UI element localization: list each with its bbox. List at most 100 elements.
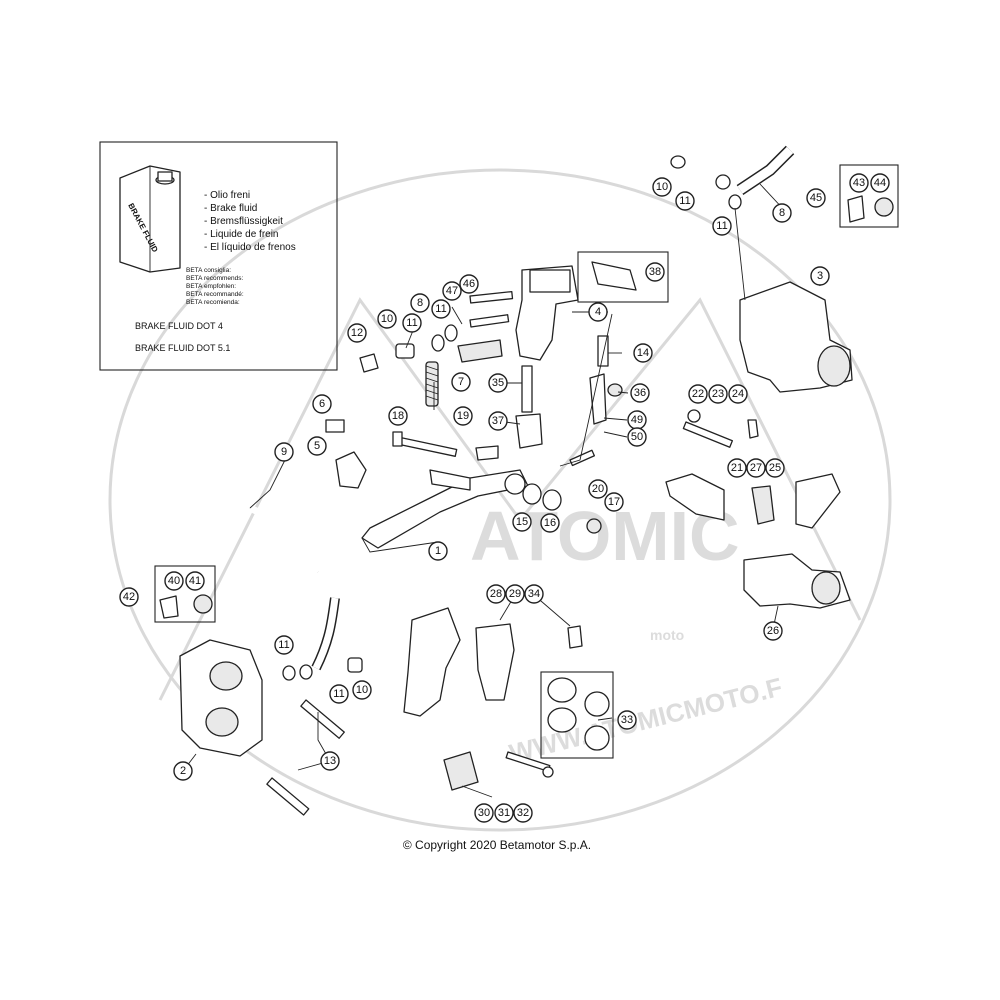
callout-49: 49 xyxy=(627,410,647,430)
callout-41: 41 xyxy=(185,571,205,591)
svg-text:18: 18 xyxy=(392,410,404,422)
bolt-46-part xyxy=(469,290,514,304)
callout-38: 38 xyxy=(645,262,665,282)
copyright-text: © Copyright 2020 Betamotor S.p.A. xyxy=(403,838,591,852)
washer-part xyxy=(444,324,458,342)
callout-28: 28 xyxy=(486,584,506,604)
lever-part xyxy=(589,373,607,425)
pin-34-part xyxy=(567,625,583,649)
callout-4: 4 xyxy=(588,302,608,322)
recommend-fr: BETA recommandé: xyxy=(186,291,244,298)
fluid-name-fr: - Liquide de frein xyxy=(204,229,279,240)
svg-text:46: 46 xyxy=(463,278,475,290)
callout-1: 1 xyxy=(428,541,448,561)
svg-text:19: 19 xyxy=(457,410,469,422)
svg-text:1: 1 xyxy=(435,545,441,557)
svg-text:8: 8 xyxy=(417,297,423,309)
callout-11-center-a: 11 xyxy=(402,313,422,333)
callout-8-center: 8 xyxy=(410,293,430,313)
svg-text:11: 11 xyxy=(679,195,690,207)
callout-13: 13 xyxy=(320,751,340,771)
recommend-es: BETA recomienda: xyxy=(186,299,240,306)
svg-text:10: 10 xyxy=(356,684,368,696)
svg-text:26: 26 xyxy=(767,625,779,637)
nut-part xyxy=(607,383,623,397)
nut-17-part xyxy=(586,518,602,534)
fluid-name-es: - El líquido de frenos xyxy=(204,242,296,253)
spec-dot51: BRAKE FLUID DOT 5.1 xyxy=(135,343,230,353)
svg-text:31: 31 xyxy=(498,807,510,819)
clip-19-part xyxy=(475,445,499,461)
brake-pedal-part xyxy=(361,469,529,549)
svg-text:50: 50 xyxy=(631,431,643,443)
svg-text:44: 44 xyxy=(874,177,886,189)
rear-caliper-part xyxy=(739,281,853,393)
callout-6: 6 xyxy=(312,394,332,414)
svg-text:23: 23 xyxy=(712,388,724,400)
callout-32: 32 xyxy=(513,803,533,823)
callout-11-front-a: 11 xyxy=(274,635,294,655)
svg-text:15: 15 xyxy=(516,516,528,528)
svg-text:21: 21 xyxy=(731,462,743,474)
callout-12: 12 xyxy=(347,323,367,343)
callout-10-top: 10 xyxy=(652,177,672,197)
svg-text:14: 14 xyxy=(637,347,649,359)
pistons-33-part xyxy=(547,677,610,751)
reservoir-cap-part xyxy=(591,261,637,291)
recommend-en: BETA recommends: xyxy=(186,275,244,282)
callout-15: 15 xyxy=(512,512,532,532)
spring-27-part xyxy=(751,485,775,525)
bracket-28-part xyxy=(403,607,461,717)
callout-35: 35 xyxy=(488,373,508,393)
watermark-sub: moto xyxy=(650,627,684,643)
washer-front2-part xyxy=(299,664,313,680)
svg-text:43: 43 xyxy=(853,177,865,189)
callout-16: 16 xyxy=(540,513,560,533)
cap-kit-box xyxy=(577,251,669,303)
svg-text:40: 40 xyxy=(168,575,180,587)
svg-text:20: 20 xyxy=(592,483,604,495)
part-40 xyxy=(159,595,179,619)
callout-24: 24 xyxy=(728,384,748,404)
legend-border xyxy=(99,141,338,371)
svg-text:24: 24 xyxy=(732,388,744,400)
callout-36: 36 xyxy=(630,383,650,403)
pin-24-part xyxy=(747,419,759,439)
svg-text:13: 13 xyxy=(324,755,336,767)
svg-text:34: 34 xyxy=(528,588,540,600)
callout-31: 31 xyxy=(494,803,514,823)
callout-3: 3 xyxy=(810,266,830,286)
svg-text:35: 35 xyxy=(492,377,504,389)
callout-29: 29 xyxy=(505,584,525,604)
bolt-6-part xyxy=(325,419,345,433)
svg-text:5: 5 xyxy=(314,440,320,452)
clip-32-part xyxy=(542,766,554,778)
bolt-13b-part xyxy=(266,777,310,816)
brake-fluid-legend: BRAKE FLUID - Olio freni - Brake fluid -… xyxy=(99,141,338,371)
bolt-47-part xyxy=(469,314,510,328)
callout-18: 18 xyxy=(388,406,408,426)
callout-30: 30 xyxy=(474,803,494,823)
svg-text:8: 8 xyxy=(779,207,785,219)
callout-47: 47 xyxy=(442,281,462,301)
bushing-16-part xyxy=(542,489,562,511)
svg-text:27: 27 xyxy=(750,462,762,474)
svg-text:17: 17 xyxy=(608,496,620,508)
kit-box-42 xyxy=(154,565,216,623)
callout-10-front: 10 xyxy=(352,680,372,700)
svg-text:36: 36 xyxy=(634,387,646,399)
brake-fluid-can-icon: BRAKE FLUID xyxy=(119,165,181,273)
washer-top-part xyxy=(715,174,731,190)
svg-text:16: 16 xyxy=(544,517,556,529)
svg-text:29: 29 xyxy=(509,588,521,600)
svg-text:25: 25 xyxy=(769,462,781,474)
pads-29-part xyxy=(475,623,515,701)
svg-text:12: 12 xyxy=(351,327,363,339)
callout-33: 33 xyxy=(617,710,637,730)
svg-text:3: 3 xyxy=(817,270,823,282)
callout-26: 26 xyxy=(763,621,783,641)
callout-45: 45 xyxy=(806,188,826,208)
svg-text:32: 32 xyxy=(517,807,529,819)
callout-44: 44 xyxy=(870,173,890,193)
